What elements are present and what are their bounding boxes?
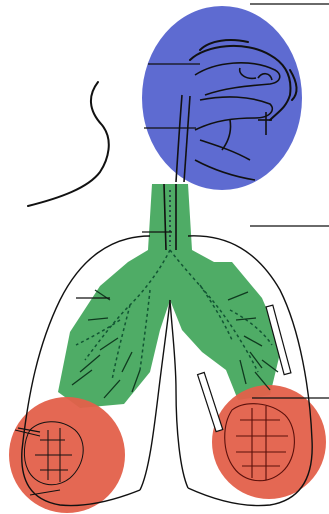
tracheobronchial-region-fill	[58, 184, 282, 408]
nasopharyngeal-region-fill	[142, 6, 302, 190]
